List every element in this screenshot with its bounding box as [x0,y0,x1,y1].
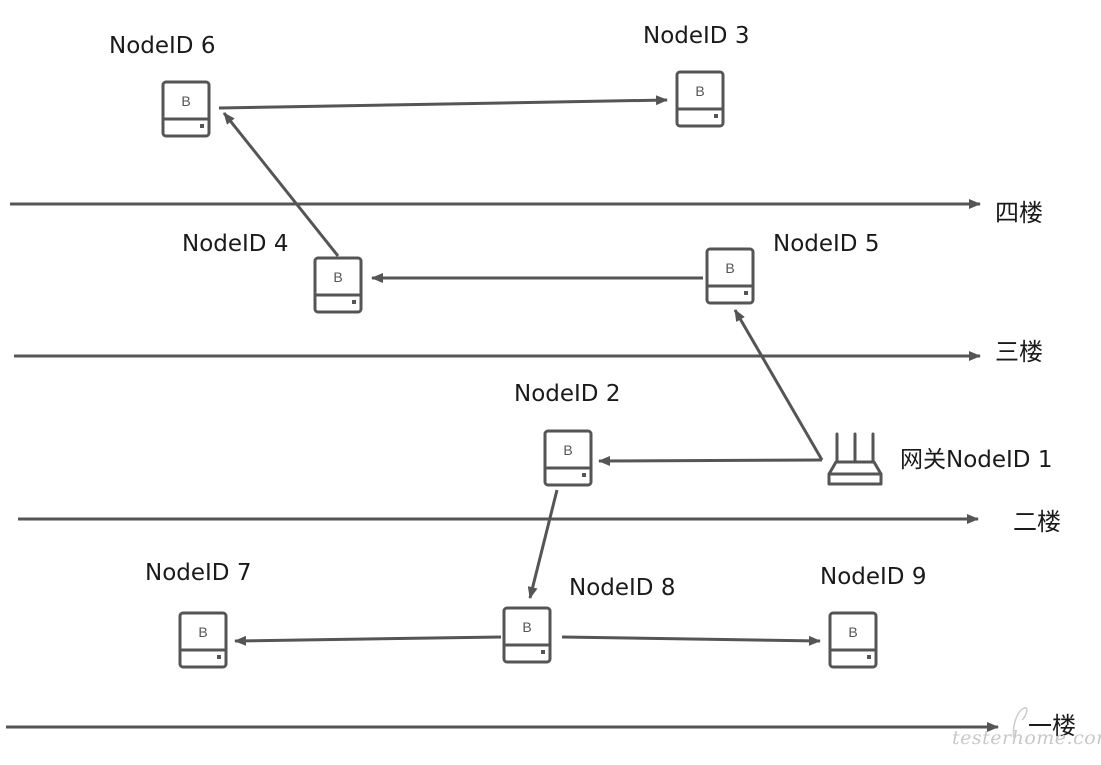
storage-device-icon: B [675,70,725,128]
node-badge: B [725,260,734,276]
floor-label-second: 二楼 [1013,508,1061,536]
node-badge: B [848,624,857,640]
node-badge: B [181,93,190,109]
storage-device-icon: B [178,611,228,669]
node-label-7: NodeID 7 [145,560,252,586]
floor-lines [6,199,999,732]
storage-device-icon: B [502,606,552,664]
node-badge: B [198,624,207,640]
node-badge: B [695,83,704,99]
connections [218,95,824,646]
storage-device-icon: B [705,247,755,305]
node-badge: B [563,442,572,458]
link-node8-to-node9 [561,635,821,646]
node-label-9: NodeID 9 [820,564,927,590]
storage-device-icon: B [828,611,878,669]
node-badge: B [333,269,342,285]
storage-device-icon: B [313,256,363,314]
link-gateway-to-node2 [598,455,823,466]
node-badge: B [522,619,531,635]
link-node8-to-node7 [234,635,502,646]
node-label-8: NodeID 8 [569,575,676,601]
node-label-5: NodeID 5 [773,231,880,257]
link-node4-to-node6 [222,112,340,257]
link-node6-to-node3 [218,95,668,110]
link-gateway-to-node5 [733,309,824,461]
router-icon [827,432,883,486]
floor-label-third: 三楼 [995,338,1043,366]
storage-device-icon: B [161,80,211,138]
floor-label-first: 一楼 [1028,712,1076,740]
floor-label-fourth: 四楼 [995,199,1043,227]
watermark: testerhome.com [952,727,1101,749]
node-label-4: NodeID 4 [182,231,289,257]
node-label-3: NodeID 3 [643,23,750,49]
node-label-2: NodeID 2 [514,381,621,407]
watermark-swirl-icon [1012,706,1028,739]
node-label-6: NodeID 6 [109,33,216,59]
gateway-label: 网关NodeID 1 [900,447,1053,473]
link-node2-to-node8 [527,489,559,599]
storage-device-icon: B [543,429,593,487]
